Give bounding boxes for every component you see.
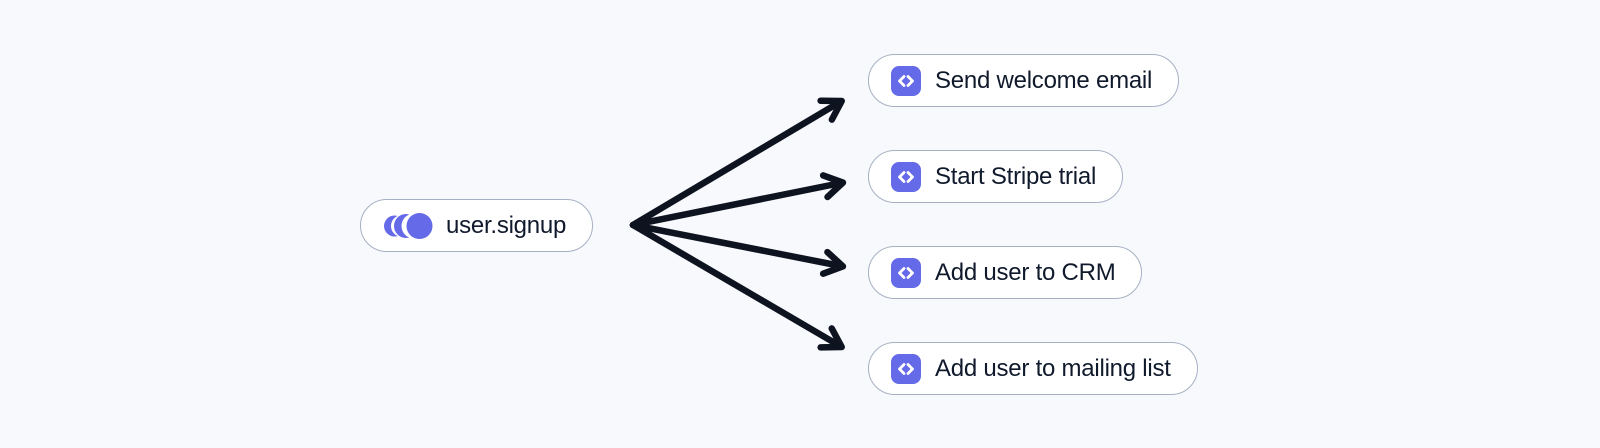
code-icon xyxy=(891,257,921,288)
action-node-add-user-to-mailing-list: Add user to mailing list xyxy=(868,342,1198,395)
event-node-label: user.signup xyxy=(446,211,567,239)
code-icon xyxy=(891,161,921,192)
event-node-user-signup: user.signup xyxy=(360,199,594,252)
action-node-send-welcome-email: Send welcome email xyxy=(868,54,1180,107)
edge-user-signup-to-add-user-to-crm xyxy=(629,221,847,277)
edge-user-signup-to-start-stripe-trial xyxy=(629,172,847,229)
action-node-label: Add user to mailing list xyxy=(935,354,1171,382)
edge-user-signup-to-send-welcome-email xyxy=(629,97,845,229)
action-node-label: Send welcome email xyxy=(935,66,1153,94)
code-icon xyxy=(891,65,921,96)
action-node-label: Add user to CRM xyxy=(935,258,1116,286)
action-node-label: Start Stripe trial xyxy=(935,162,1097,190)
code-icon xyxy=(891,353,921,384)
action-node-start-stripe-trial: Start Stripe trial xyxy=(868,150,1124,203)
edge-user-signup-to-add-user-to-mailing-list xyxy=(629,221,845,351)
action-node-add-user-to-crm: Add user to CRM xyxy=(868,246,1143,299)
event-signal-icon xyxy=(383,211,433,241)
